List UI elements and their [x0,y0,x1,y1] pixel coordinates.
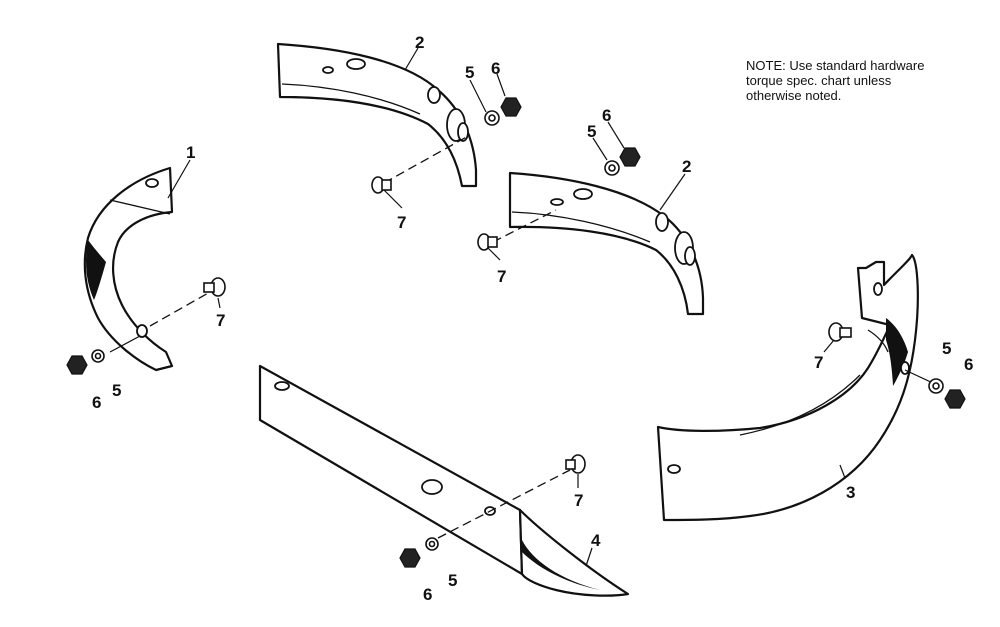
callout-washer-5-e: 5 [448,571,457,590]
note-line-1: NOTE: Use standard hardware [746,58,925,73]
part-1-left-shield [83,166,174,372]
callout-nut-6-c: 6 [92,393,101,412]
callout-part-2-middle: 2 [682,157,691,176]
callout-washer-5-c: 5 [112,381,121,400]
callout-bolt-7-c: 7 [216,311,225,330]
hardware-note: NOTE: Use standard hardware torque spec.… [746,58,986,103]
note-line-3: otherwise noted. [746,88,842,103]
callout-part-3: 3 [846,483,855,502]
callout-washer-5-b: 5 [587,122,596,141]
part-4-front-bar [258,364,630,597]
hardware-middle [477,147,641,251]
callout-washer-5-a: 5 [465,63,474,82]
callout-bolt-7-a: 7 [397,213,406,232]
callout-nut-6-e: 6 [423,585,432,604]
callout-nut-6-a: 6 [491,59,500,78]
note-line-2: torque spec. chart unless [746,73,892,88]
callout-part-2-top: 2 [415,33,424,52]
callout-bolt-7-e: 7 [574,491,583,510]
hardware-front [399,454,586,568]
callout-leaders [167,47,846,567]
part-2-middle-shield [508,171,705,316]
callout-nut-6-b: 6 [602,106,611,125]
callout-bolt-7-d: 7 [814,353,823,372]
callout-numbers: 2 1 2 3 4 5 5 5 5 5 6 6 6 6 6 7 7 7 7 7 [92,33,973,604]
callout-part-4: 4 [591,531,601,550]
callout-nut-6-d: 6 [964,355,973,374]
callout-part-1: 1 [186,143,195,162]
callout-bolt-7-b: 7 [497,267,506,286]
hardware-left [66,277,226,375]
hardware-right [828,322,966,409]
part-2-top-shield [276,42,478,188]
hardware-top [371,97,522,194]
callout-washer-5-d: 5 [942,339,951,358]
